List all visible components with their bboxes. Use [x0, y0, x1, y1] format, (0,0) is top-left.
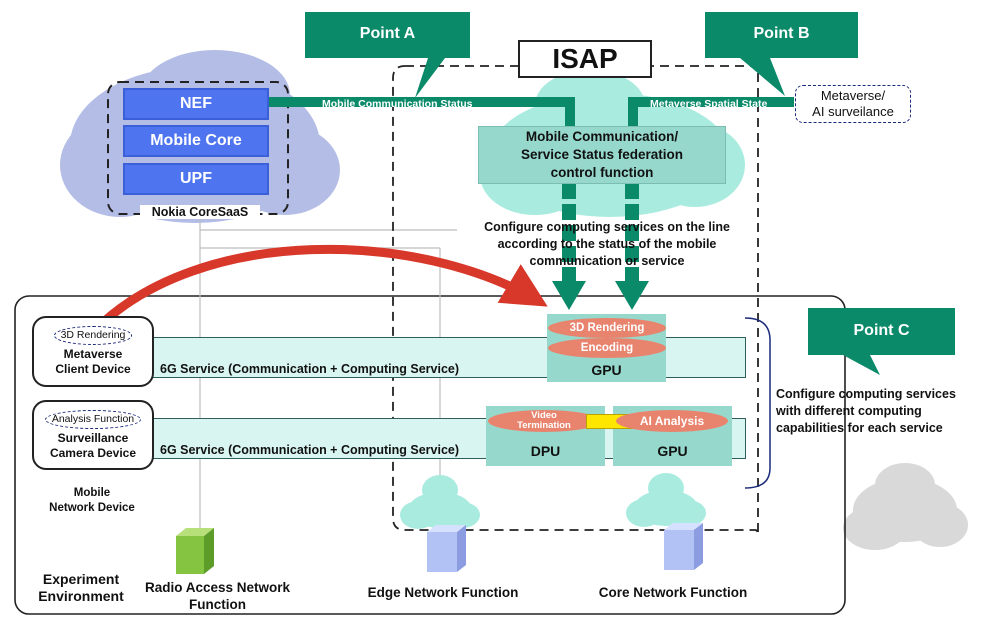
point-b-callout [705, 12, 858, 96]
ran-function-label: Radio Access Network Function [130, 579, 305, 613]
point-a-label: Point A [359, 25, 416, 42]
surveillance-pill: Analysis Function [44, 409, 142, 429]
mobile-device-line-2: Network Device [49, 502, 135, 514]
configure-line-1: Configure computing services on the line [484, 220, 730, 234]
nokia-caption: Nokia CoreSaaS [140, 205, 260, 219]
encoding-pill: Encoding [548, 338, 666, 358]
point-c-callout [808, 308, 955, 375]
configure-line-text: Configure computing services on the line… [448, 219, 766, 270]
core-cloud-icon [626, 473, 706, 527]
ran-line-1: Radio Access Network [144, 580, 291, 595]
ran-cube-icon [176, 528, 214, 574]
configure-right-text: Configure computing services with differ… [776, 386, 988, 437]
edge-function-label: Edge Network Function [367, 585, 519, 600]
surveillance-line-2: Camera Device [49, 445, 137, 460]
gpu-bottom-label: GPU [657, 443, 688, 459]
upf-block: UPF [123, 163, 269, 195]
service-row-2-label: 6G Service (Communication + Computing Se… [160, 443, 460, 457]
point-c-label: Point C [853, 322, 910, 339]
control-line-1: Mobile Communication/ [525, 129, 679, 144]
control-function-box: Mobile Communication/ Service Status fed… [478, 126, 726, 184]
configure-right-3: capabilities for each service [776, 421, 943, 435]
ai-analysis-pill: AI Analysis [616, 410, 728, 432]
configure-right-1: Configure computing services [776, 387, 956, 401]
mobile-core-block: Mobile Core [123, 125, 269, 157]
nef-block: NEF [123, 88, 269, 120]
rendering-pill: 3D Rendering [548, 318, 666, 338]
experiment-env-label: Experiment Environment [26, 571, 136, 605]
red-curved-arrow [91, 244, 548, 334]
video-termination-pill: Video Termination [488, 410, 600, 432]
ran-line-2: Function [189, 597, 246, 612]
point-b-label: Point B [753, 25, 810, 42]
surveillance-camera-device: Analysis Function Surveillance Camera De… [32, 400, 154, 470]
configure-line-3: communication or service [529, 254, 685, 268]
mobile-device-line-1: Mobile [73, 487, 111, 499]
external-service-box: Metaverse/ AI surveilance [795, 85, 911, 123]
surveillance-line-1: Surveillance [57, 430, 129, 445]
metaverse-client-device: 3D Rendering Metaverse Client Device [32, 316, 154, 387]
control-line-3: control function [550, 165, 654, 180]
experiment-line-1: Experiment [42, 571, 120, 587]
configure-line-2: according to the status of the mobile [497, 237, 717, 251]
point-c-bracket [744, 317, 771, 489]
isap-region [392, 65, 759, 536]
external-line-2: AI surveilance [812, 104, 894, 119]
control-line-2: Service Status federation [520, 147, 684, 162]
video-term-line-1: Video [531, 410, 557, 421]
metaverse-state-label: Metaverse Spatial State [650, 98, 768, 110]
experiment-frame [14, 295, 846, 615]
point-a-callout [305, 12, 470, 98]
edge-cloud-icon [400, 475, 480, 529]
metaverse-pill: 3D Rendering [53, 326, 133, 345]
isap-title: ISAP [518, 40, 652, 78]
down-arrows [552, 183, 649, 310]
external-line-1: Metaverse/ [820, 88, 886, 103]
mobile-status-label: Mobile Communication Status [322, 98, 473, 110]
gpu-top-label: GPU [591, 362, 622, 378]
gray-cloud-icon [843, 463, 968, 550]
experiment-line-2: Environment [38, 588, 124, 604]
core-function-label: Core Network Function [598, 585, 748, 600]
configure-right-2: with different computing [776, 404, 922, 418]
metaverse-line-1: Metaverse [63, 347, 123, 361]
video-term-line-2: Termination [517, 420, 571, 431]
metaverse-line-2: Client Device [55, 362, 131, 376]
mobile-device-label: Mobile Network Device [38, 486, 146, 516]
edge-cube-icon [427, 525, 466, 572]
core-cube-icon [664, 523, 703, 570]
dpu-label: DPU [530, 443, 561, 459]
service-row-1-label: 6G Service (Communication + Computing Se… [160, 362, 460, 376]
status-flows [268, 97, 794, 127]
